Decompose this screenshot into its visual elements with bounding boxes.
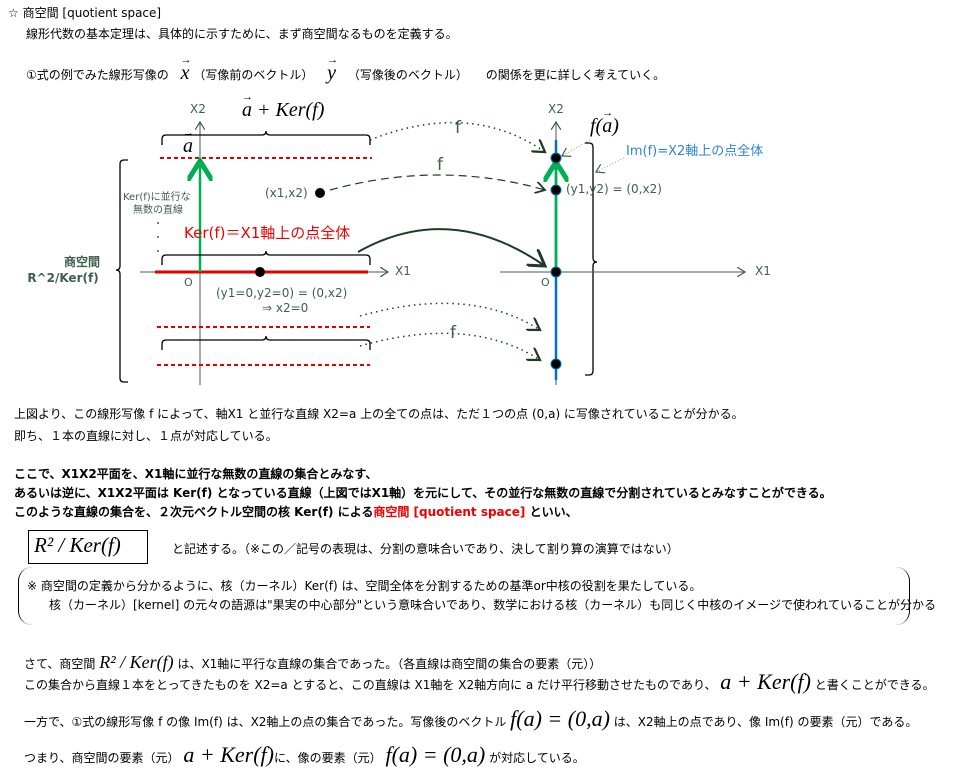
formula: f(a) = (0,a) <box>510 706 610 731</box>
a-label: a <box>183 125 194 156</box>
p5: つまり、商空間の要素（元） a + Ker(f)に、像の要素（元） f(a) =… <box>24 744 585 766</box>
text: この集合から直線１本をとってきたものを X2=a とすると、この直線は X1軸を… <box>24 678 717 692</box>
quotient-label: 商空間 R^2/Ker(f) <box>27 254 101 286</box>
text: 一方で、①式の線形写像 f の像 Im(f) は、X2軸上の点の集合であった。写… <box>24 715 507 729</box>
note-text: ※ 商空間の定義から分かるように、核（カーネル）Ker(f) は、空間全体を分割… <box>27 579 702 593</box>
image-label: Im(f)=X2軸上の点全体 <box>626 144 764 159</box>
quotient-brace <box>115 159 128 383</box>
left-x2-label: X2 <box>190 102 206 116</box>
section-title: ☆ 商空間 [quotient space] <box>8 5 161 21</box>
parallel-note: Ker(f)に並行な無数の直線 <box>123 191 191 217</box>
intro: 線形代数の基本定理は、具体的に示すために、まず商空間なるものを定義する。 <box>26 27 458 41</box>
brace <box>161 130 371 145</box>
star-outline-icon: ☆ <box>8 6 19 20</box>
p3-line1: さて、商空間 R² / Ker(f) は、X1軸に平行な直線の集合であった。（各… <box>24 652 602 672</box>
vec-a: a <box>242 86 253 121</box>
brace <box>161 335 371 350</box>
fa-label: f(a) <box>590 105 619 136</box>
paragraph-bold: あるいは逆に、X1X2平面は Ker(f) となっている直線（上図ではX1軸）を… <box>14 486 832 500</box>
image-point <box>550 358 562 370</box>
brace <box>161 250 371 265</box>
text: が対応している。 <box>489 751 585 765</box>
paragraph-bold: ここで、X1X2平面を、X1軸に並行な無数の直線の集合とみなす、 <box>14 467 378 481</box>
text: は、X1軸に平行な直線の集合であった。（各直線は商空間の集合の要素（元）） <box>177 657 602 671</box>
text: は、X2軸上の点であり、像 Im(f) の要素（元）である。 <box>613 715 918 729</box>
x-note: （写像前のベクトル） <box>193 68 314 82</box>
line2: ①式の例でみた線形写像の x （写像前のベクトル） y （写像後のベクトル） の… <box>26 52 666 83</box>
image-point-label: (y1,y2) = (0,x2) <box>566 182 662 196</box>
vector-y: y <box>327 52 338 83</box>
left-x1-label: X1 <box>395 264 411 278</box>
quotient-label-line: R^2/Ker(f) <box>27 271 99 285</box>
kernel-implies-label: ⇒ x2=0 <box>262 301 309 315</box>
quotient-space-diagram <box>115 0 953 385</box>
image-point <box>550 266 562 278</box>
point-label: (x1,x2) <box>265 186 308 200</box>
map-arrow <box>329 174 545 190</box>
text: と書くことができる。 <box>814 678 935 692</box>
map-arrow <box>357 228 545 266</box>
p4: 一方で、①式の線形写像 f の像 Im(f) は、X2軸上の点の集合であった。写… <box>24 708 918 730</box>
map-arrow <box>359 332 540 360</box>
pointer-arrow <box>596 157 625 172</box>
formula: a + Ker(f) <box>720 669 811 694</box>
paragraph: 上図より、この線形写像 f によって、軸X1 と並行な直線 X2=a 上の全ての… <box>14 407 744 421</box>
title-text: 商空間 [quotient space] <box>22 6 162 20</box>
formula: R² / Ker(f) <box>34 533 121 557</box>
map-arrow <box>359 302 540 330</box>
formula-box: R² / Ker(f) <box>28 530 148 564</box>
parallel-note-line: Ker(f)に並行な <box>123 192 191 203</box>
text: といい、 <box>529 505 578 519</box>
formula: f(a) = (0,a) <box>385 742 486 767</box>
image-brace <box>585 142 598 376</box>
right-x2-label: X2 <box>548 102 564 116</box>
text: に、像の要素（元） <box>273 751 382 765</box>
formula: a + Ker(f) <box>183 742 274 767</box>
paragraph-bold: このような直線の集合を、２次元ベクトル空間の核 Ker(f) による商空間 [q… <box>14 504 578 520</box>
image-point <box>550 152 562 164</box>
kernel-label: Ker(f)＝X1軸上の点全体 <box>184 224 351 242</box>
paragraph: 即ち、１本の直線に対し、１点が対応している。 <box>14 429 278 443</box>
map-label-f: f <box>455 118 461 138</box>
left-origin-label: O <box>184 276 193 289</box>
note-box: ※ 商空間の定義から分かるように、核（カーネル）Ker(f) は、空間全体を分割… <box>18 567 936 625</box>
ellipsis-dots <box>157 222 159 252</box>
image-point <box>550 184 562 196</box>
y-note: （写像後のベクトル） <box>347 68 468 82</box>
point-x <box>315 188 325 198</box>
line2-prefix: ①式の例でみた線形写像の <box>26 68 169 82</box>
kernel-point-label: (y1=0,y2=0) = (0,x2) <box>216 286 348 300</box>
p3-line2: この集合から直線１本をとってきたものを X2=a とすると、この直線は X1軸を… <box>24 671 935 693</box>
text: このような直線の集合を、２次元ベクトル空間の核 Ker(f) による <box>14 505 374 519</box>
quotient-label-line: 商空間 <box>64 255 101 269</box>
highlight-term: 商空間 [quotient space] <box>373 505 526 519</box>
map-label-f: f <box>450 323 456 343</box>
note-line: ※ 商空間の定義から分かるように、核（カーネル）Ker(f) は、空間全体を分割… <box>27 578 701 594</box>
text: つまり、商空間の要素（元） <box>24 751 180 765</box>
vector-x: x <box>181 52 192 83</box>
right-origin-label: O <box>541 276 550 289</box>
map-label-f: f <box>437 155 443 175</box>
kernel-point <box>255 267 265 277</box>
note-line: 核（カーネル）[kernel] の元々の語源は"果実の中心部分"という意味合いで… <box>49 598 937 612</box>
coset-label: a + Ker(f) <box>242 86 324 121</box>
right-x1-label: X1 <box>755 264 771 278</box>
formula: R² / Ker(f) <box>99 652 174 672</box>
formula-desc: と記述する。（※この／記号の表現は、分割の意味合いであり、決して割り算の演算では… <box>172 542 679 556</box>
line2-suffix: の関係を更に詳しく考えていく。 <box>485 68 666 82</box>
parallel-note-line: 無数の直線 <box>133 205 183 216</box>
text: さて、商空間 <box>24 657 96 671</box>
